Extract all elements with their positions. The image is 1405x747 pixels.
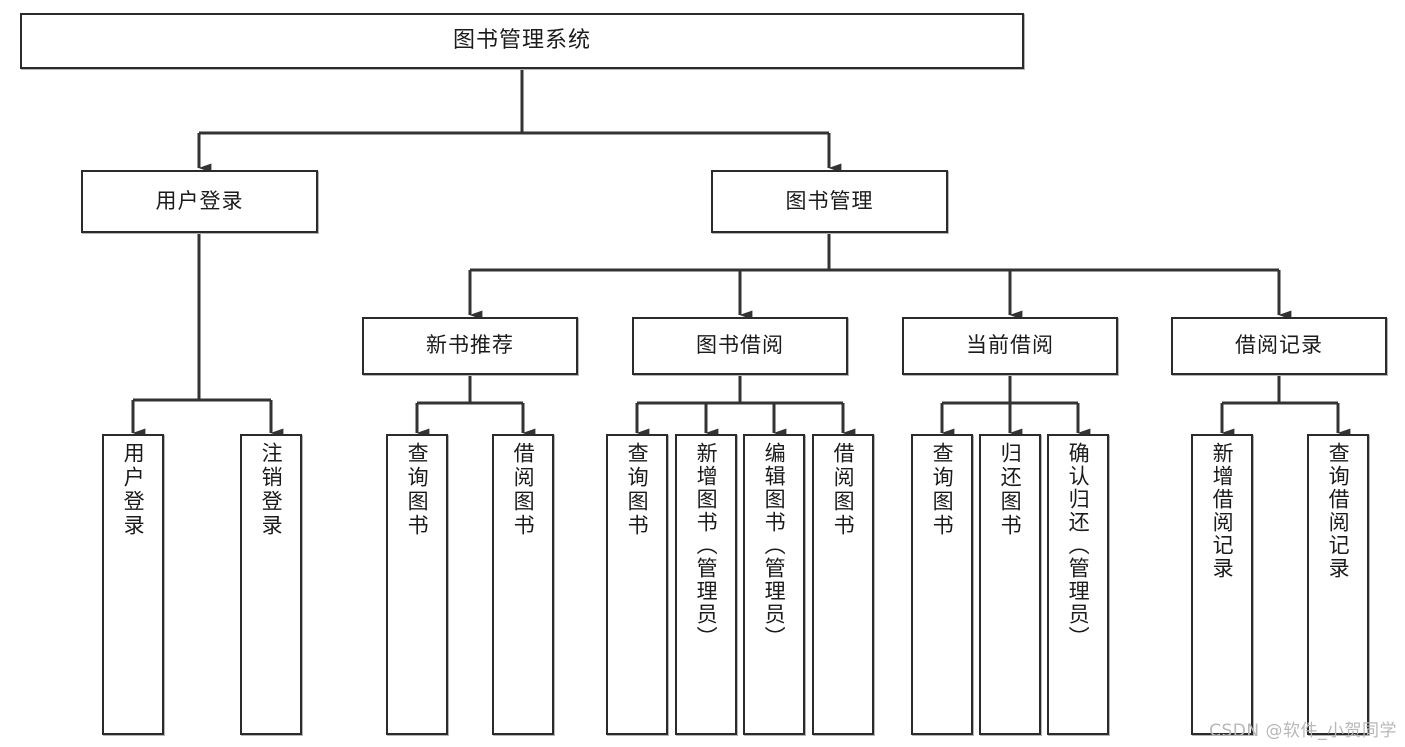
leaf-label: 确认归还（管理员） [1066, 442, 1091, 649]
node-borrow-record-label: 借阅记录 [1235, 333, 1323, 358]
leaf-label: 用户登录 [121, 442, 146, 538]
node-new-book-recommend[interactable]: 新书推荐 [362, 317, 578, 375]
leaf-user-login-2[interactable]: 注销登录 [240, 434, 302, 735]
node-book-management-label: 图书管理 [785, 188, 874, 213]
leaf-borrow-record-2[interactable]: 查询借阅记录 [1307, 434, 1369, 735]
leaf-borrow-record-1[interactable]: 新增借阅记录 [1191, 434, 1253, 735]
leaf-label: 注销登录 [259, 442, 284, 538]
leaf-current-borrow-2[interactable]: 归还图书 [979, 434, 1041, 735]
leaf-label: 查询图书 [930, 442, 955, 538]
node-book-borrow-label: 图书借阅 [696, 333, 784, 358]
leaf-label: 归还图书 [998, 442, 1023, 538]
node-current-borrow-label: 当前借阅 [966, 333, 1054, 358]
node-book-management[interactable]: 图书管理 [711, 170, 948, 233]
leaf-new-book-rec-2[interactable]: 借阅图书 [492, 434, 554, 735]
node-root-book-management-system[interactable]: 图书管理系统 [20, 13, 1024, 69]
leaf-user-login-1[interactable]: 用户登录 [102, 434, 164, 735]
leaf-label: 查询图书 [405, 442, 430, 538]
leaf-book-borrow-4[interactable]: 借阅图书 [812, 434, 874, 735]
leaf-book-borrow-1[interactable]: 查询图书 [606, 434, 668, 735]
leaf-label: 新增借阅记录 [1210, 442, 1235, 580]
leaf-label: 查询图书 [625, 442, 650, 538]
leaf-current-borrow-1[interactable]: 查询图书 [911, 434, 973, 735]
node-user-login[interactable]: 用户登录 [81, 170, 318, 233]
node-user-login-label: 用户登录 [155, 188, 244, 213]
node-current-borrow[interactable]: 当前借阅 [902, 317, 1118, 375]
node-root-label: 图书管理系统 [452, 27, 591, 53]
leaf-label: 借阅图书 [511, 442, 536, 538]
leaf-book-borrow-2[interactable]: 新增图书（管理员） [675, 434, 737, 735]
node-book-borrow[interactable]: 图书借阅 [632, 317, 848, 375]
leaf-label: 新增图书（管理员） [694, 442, 719, 649]
leaf-new-book-rec-1[interactable]: 查询图书 [386, 434, 448, 735]
leaf-label: 查询借阅记录 [1326, 442, 1351, 580]
node-borrow-record[interactable]: 借阅记录 [1171, 317, 1387, 375]
leaf-label: 借阅图书 [831, 442, 856, 538]
leaf-book-borrow-3[interactable]: 编辑图书（管理员） [743, 434, 805, 735]
leaf-current-borrow-3[interactable]: 确认归还（管理员） [1047, 434, 1109, 735]
node-new-book-recommend-label: 新书推荐 [426, 333, 514, 358]
leaf-label: 编辑图书（管理员） [762, 442, 787, 649]
